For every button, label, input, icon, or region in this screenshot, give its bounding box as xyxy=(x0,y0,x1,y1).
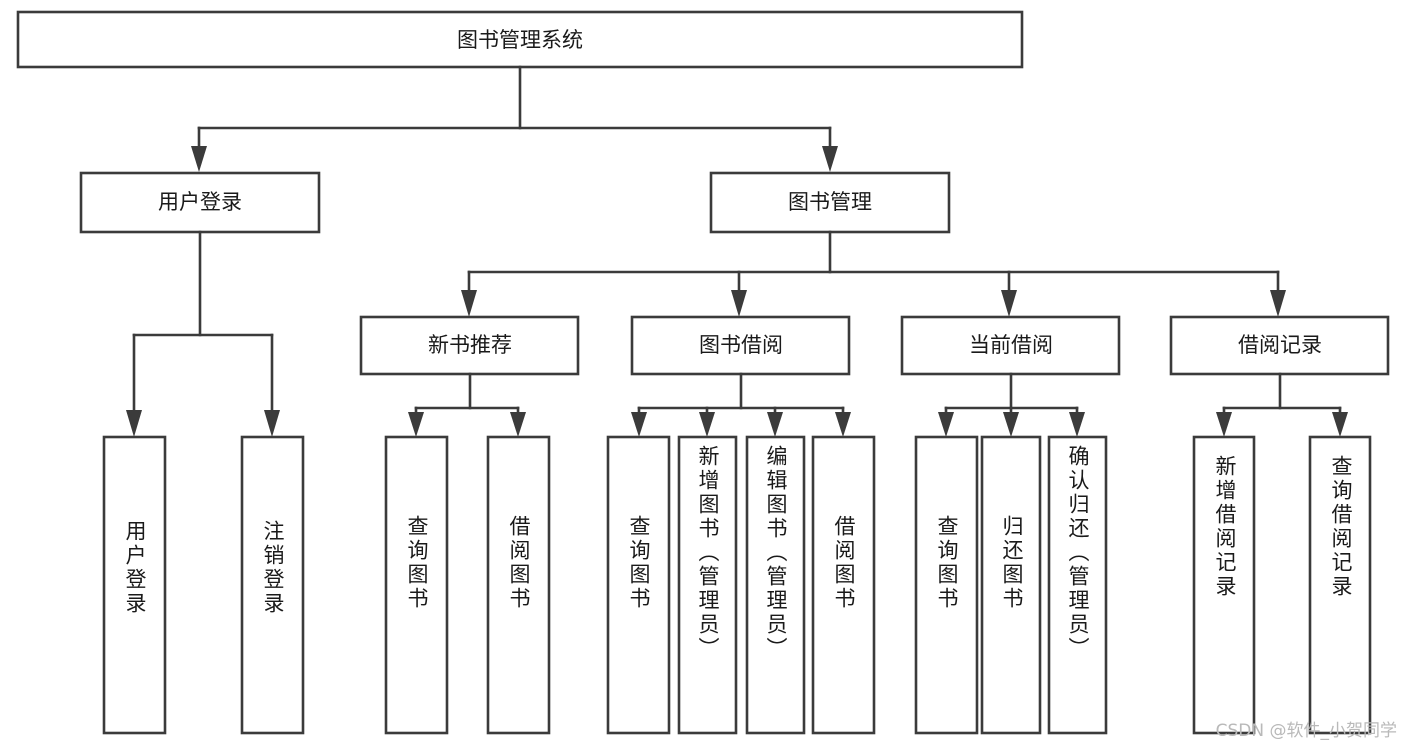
edge-user-login-to-leaves xyxy=(126,230,280,437)
node-user-login-box[interactable] xyxy=(79,171,321,234)
arrow-to-user-login xyxy=(191,146,207,172)
node-new-book-recommend-label: 新书推荐 xyxy=(428,333,512,357)
arrow-to-leaf-user-logout xyxy=(264,410,280,437)
leaf-borrow-book-2-box[interactable] xyxy=(811,435,876,735)
csdn-watermark: CSDN @软件_小贺同学 xyxy=(1215,721,1397,741)
leaf-return-book-box[interactable] xyxy=(980,435,1042,735)
arrow-to-leaf-query-book-2 xyxy=(631,412,647,437)
node-current-borrow-label: 当前借阅 xyxy=(969,333,1053,357)
edge-book-borrow-to-leaves xyxy=(631,372,851,437)
edge-root-to-level1 xyxy=(191,65,838,172)
node-book-management-label: 图书管理 xyxy=(788,190,872,214)
node-root-box[interactable] xyxy=(16,10,1024,69)
leaf-query-book-3-box[interactable] xyxy=(914,435,979,735)
leaf-add-record-box[interactable] xyxy=(1192,435,1256,735)
arrow-to-leaf-borrow-book-2 xyxy=(835,412,851,437)
arrow-to-leaf-add-book xyxy=(699,412,715,437)
arrow-to-leaf-user-login xyxy=(126,410,142,437)
node-user-login[interactable]: 用户登录 xyxy=(79,171,321,234)
arrow-to-borrow-record xyxy=(1270,290,1286,317)
edge-new-book-recommend-to-leaves xyxy=(408,372,526,437)
arrow-to-leaf-return-book xyxy=(1003,412,1019,437)
node-user-login-label: 用户登录 xyxy=(158,190,242,214)
arrow-to-leaf-add-record xyxy=(1216,412,1232,437)
leaf-edit-book-box[interactable] xyxy=(745,435,806,735)
leaf-query-record-box[interactable] xyxy=(1308,435,1372,735)
node-root-label: 图书管理系统 xyxy=(457,28,583,52)
arrow-to-leaf-query-book-3 xyxy=(938,412,954,437)
leaf-user-logout-box[interactable] xyxy=(240,435,305,735)
arrow-to-book-management xyxy=(822,146,838,172)
arrow-to-leaf-query-record xyxy=(1332,412,1348,437)
leaf-user-login-box[interactable] xyxy=(102,435,167,735)
arrow-to-new-book-recommend xyxy=(461,290,477,317)
node-current-borrow[interactable]: 当前借阅 xyxy=(900,315,1121,376)
leaf-borrow-book-1-box[interactable] xyxy=(486,435,551,735)
node-current-borrow-box[interactable] xyxy=(900,315,1121,376)
arrow-to-leaf-query-book-1 xyxy=(408,412,424,437)
leaf-query-book-2-box[interactable] xyxy=(606,435,671,735)
node-book-management[interactable]: 图书管理 xyxy=(709,171,951,234)
arrow-to-current-borrow xyxy=(1001,290,1017,317)
node-borrow-record-label: 借阅记录 xyxy=(1238,333,1322,357)
arrow-to-leaf-edit-book xyxy=(767,412,783,437)
leaf-confirm-return-box[interactable] xyxy=(1047,435,1108,735)
node-new-book-recommend[interactable]: 新书推荐 xyxy=(359,315,580,376)
node-new-book-recommend-box[interactable] xyxy=(359,315,580,376)
arrow-to-leaf-borrow-book-1 xyxy=(510,412,526,437)
node-book-borrow-label: 图书借阅 xyxy=(699,333,783,357)
leaf-add-book-box[interactable] xyxy=(677,435,738,735)
edge-borrow-record-to-leaves xyxy=(1216,372,1348,437)
node-book-borrow[interactable]: 图书借阅 xyxy=(630,315,851,376)
arrow-to-book-borrow xyxy=(731,290,747,317)
edge-current-borrow-to-leaves xyxy=(938,372,1085,437)
node-root[interactable]: 图书管理系统 xyxy=(16,10,1024,69)
node-borrow-record[interactable]: 借阅记录 xyxy=(1169,315,1390,376)
arrow-to-leaf-confirm-return xyxy=(1069,412,1085,437)
leaf-query-book-1-box[interactable] xyxy=(384,435,449,735)
edge-book-management-to-level2 xyxy=(461,230,1286,317)
